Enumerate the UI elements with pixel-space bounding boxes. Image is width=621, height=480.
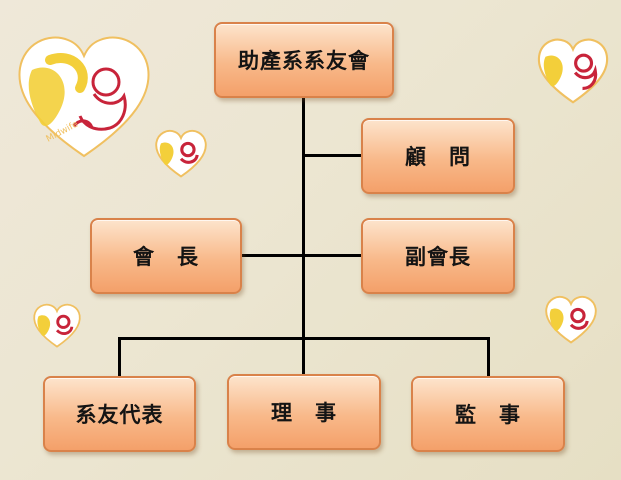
node-alumni-representatives: 系友代表 — [43, 376, 196, 452]
midwife-heart-logo-mid-right — [545, 295, 597, 344]
midwife-heart-logo-top-right — [537, 38, 609, 104]
node-president: 會 長 — [90, 218, 242, 294]
connector-directors — [302, 337, 305, 375]
connector-alumni-reps — [118, 337, 121, 377]
connector-supervisors — [487, 337, 490, 377]
node-supervisors: 監 事 — [411, 376, 565, 452]
midwife-heart-logo-small-left — [155, 129, 207, 178]
connector-advisor — [302, 154, 363, 157]
node-alumni-association: 助產系系友會 — [214, 22, 394, 98]
connector-officers — [241, 254, 363, 257]
node-directors: 理 事 — [227, 374, 381, 450]
node-vice-president: 副會長 — [361, 218, 515, 294]
midwife-heart-logo-mid-left — [33, 303, 81, 348]
midwife-heart-logo-large: Midwife — [18, 36, 150, 158]
node-advisor: 顧 問 — [361, 118, 515, 194]
connector-main-vertical — [302, 97, 305, 337]
